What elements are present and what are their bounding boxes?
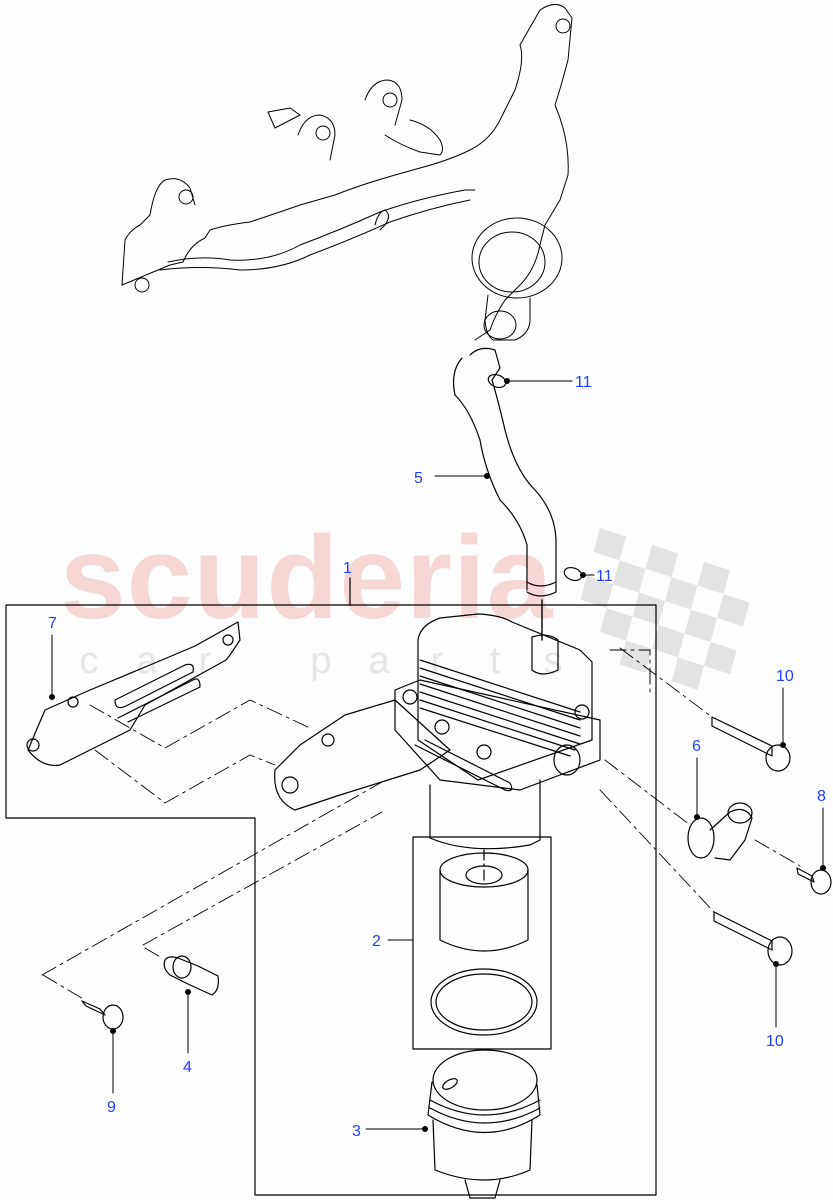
callout-11a[interactable]: 11 — [575, 374, 592, 391]
filter-kit-box — [412, 836, 552, 1050]
callout-11b[interactable]: 11 — [596, 568, 613, 585]
callout-10b[interactable]: 10 — [766, 1033, 784, 1050]
watermark-letter: t — [489, 640, 501, 682]
watermark-letter: r — [198, 640, 212, 682]
callout-8[interactable]: 8 — [817, 788, 826, 805]
screw-drawing — [81, 1000, 124, 1030]
callout-4[interactable]: 4 — [183, 1059, 192, 1076]
callout-9[interactable]: 9 — [107, 1099, 116, 1116]
bolt-drawing — [711, 716, 793, 966]
callout-7[interactable]: 7 — [48, 615, 57, 632]
oil-filter-cap-drawing — [427, 1049, 541, 1199]
callout-6[interactable]: 6 — [692, 738, 701, 755]
callout-2[interactable]: 2 — [372, 933, 381, 950]
watermark-letter: a — [368, 640, 390, 682]
coolant-connector-drawing — [687, 802, 753, 861]
watermark-letter: a — [136, 640, 158, 682]
assembly-guide-lines — [41, 647, 801, 1001]
watermark-brand: scuderia — [60, 512, 554, 644]
oil-cooler-housing-drawing — [274, 613, 601, 850]
watermark-letter: c — [79, 640, 99, 682]
coolant-hose-drawing — [452, 347, 557, 641]
gasket-drawing — [26, 621, 241, 767]
callout-leaders — [49, 378, 826, 1132]
callout-10a[interactable]: 10 — [776, 668, 794, 685]
callout-1[interactable]: 1 — [343, 560, 352, 577]
screw-drawing — [796, 867, 832, 895]
oil-filter-element-drawing — [430, 849, 538, 1036]
watermark-letter: p — [310, 640, 332, 682]
assembly-frame — [5, 604, 657, 1196]
checkered-flag-watermark — [580, 527, 750, 690]
exhaust-manifold-drawing — [121, 4, 573, 341]
oil-pressure-sensor-drawing — [163, 955, 219, 996]
watermark-letter: r — [430, 640, 444, 682]
callout-3[interactable]: 3 — [352, 1123, 361, 1140]
callout-5[interactable]: 5 — [414, 470, 423, 487]
hose-clamp-drawing — [487, 373, 583, 582]
